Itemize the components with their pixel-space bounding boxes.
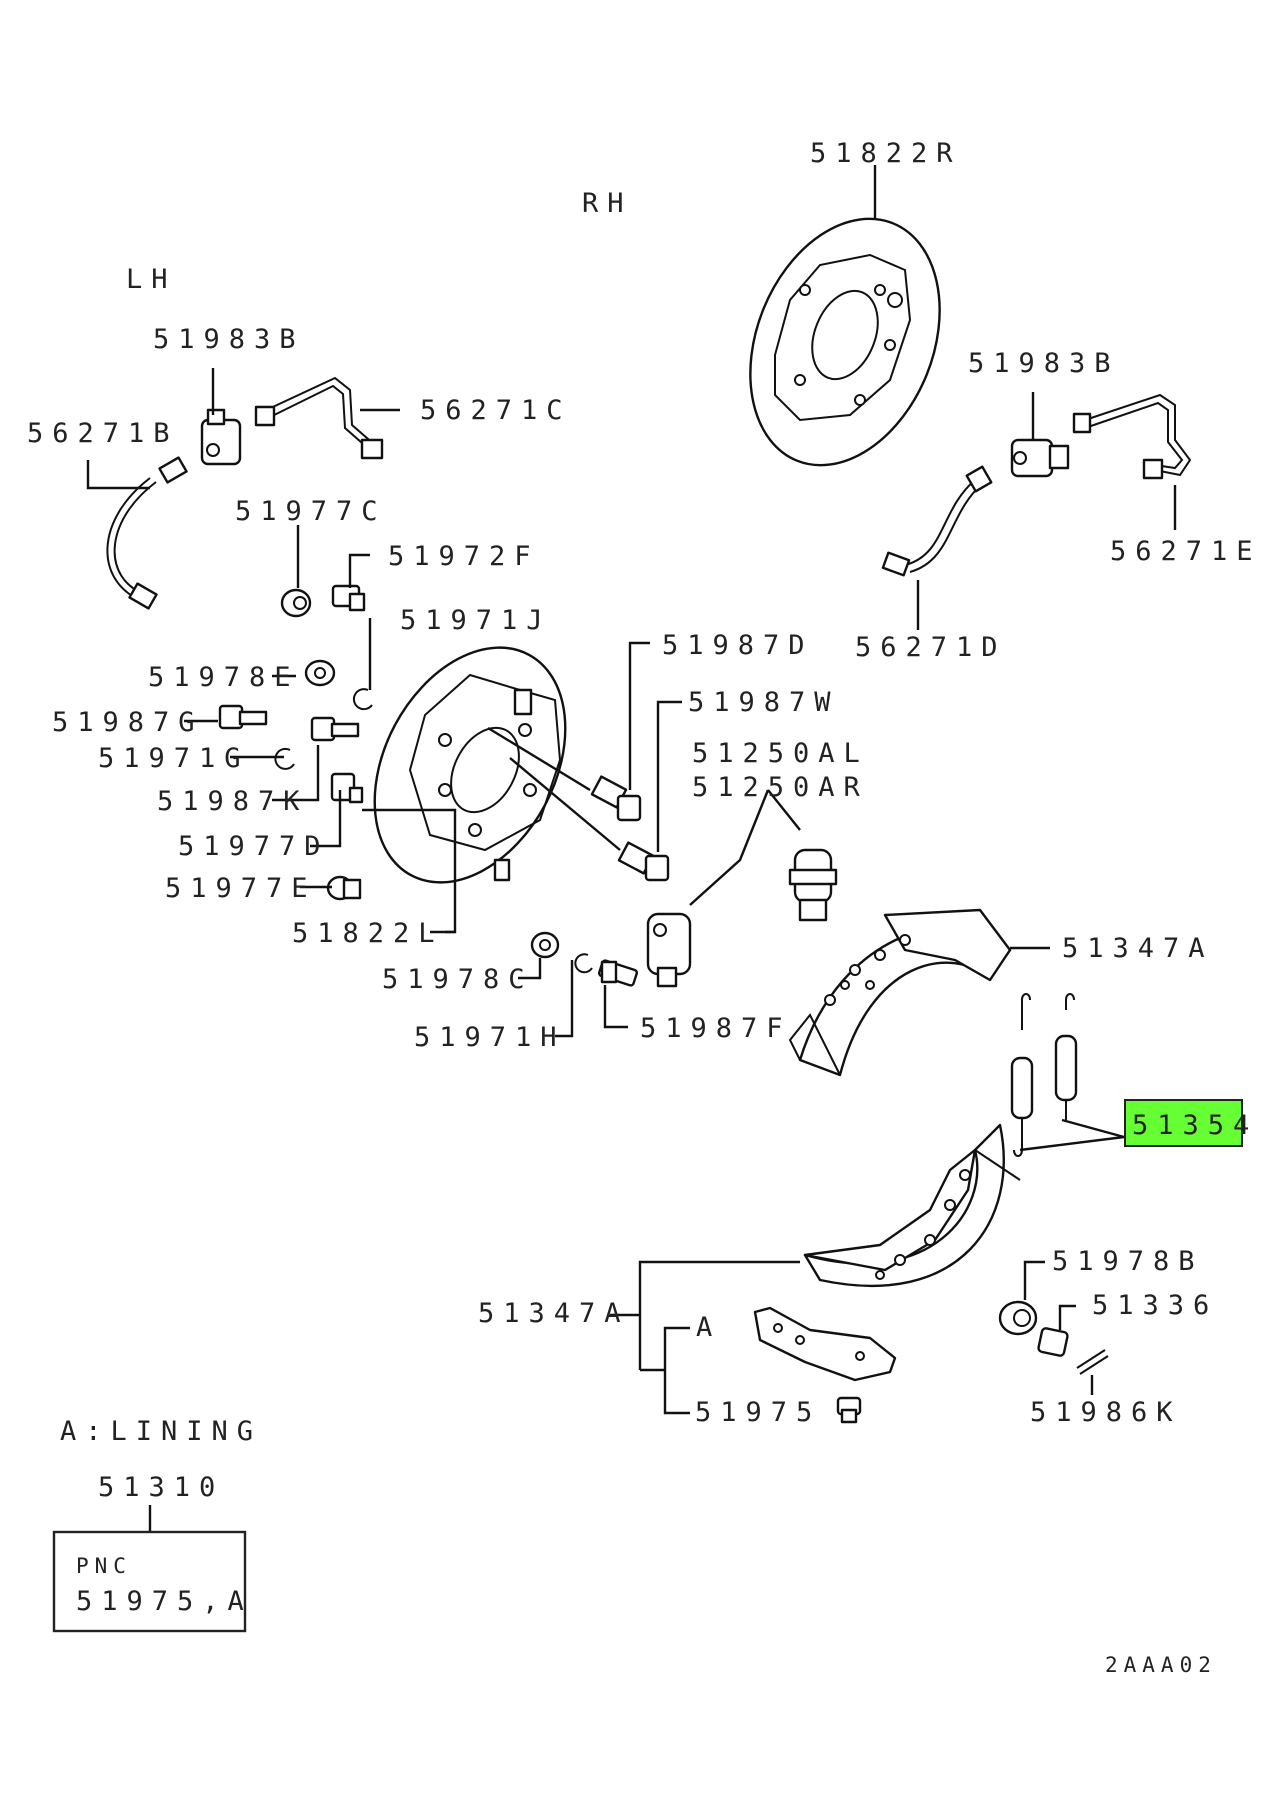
- part-label-51975[interactable]: 51975: [695, 1397, 821, 1428]
- legend-box-line2: 51975,A: [76, 1586, 253, 1617]
- lining-a: [753, 1306, 897, 1382]
- part-label-51983B-lh[interactable]: 51983B: [153, 324, 305, 355]
- part-label-51987W[interactable]: 51987W: [688, 687, 840, 718]
- small-parts-left: [218, 584, 373, 901]
- part-label-51978C[interactable]: 51978C: [382, 964, 534, 995]
- part-label-51987K[interactable]: 51987K: [157, 786, 309, 817]
- small-parts-right: [998, 1300, 1109, 1375]
- hose-assembly-lh: [106, 376, 384, 610]
- part-label-51336[interactable]: 51336: [1092, 1290, 1218, 1321]
- brake-shoe-bottom: [803, 1123, 1021, 1287]
- brake-shoe-top: [788, 908, 1012, 1077]
- part-label-51822R[interactable]: 51822R: [810, 138, 962, 169]
- hose-assembly-rh: [881, 393, 1192, 577]
- legend-box-line1: PNC: [76, 1554, 132, 1578]
- part-label-56271D[interactable]: 56271D: [855, 632, 1007, 663]
- wheel-cylinders: [646, 848, 838, 988]
- legend-box: [52, 1530, 247, 1633]
- part-label-51822L[interactable]: 51822L: [292, 918, 444, 949]
- part-label-51987F[interactable]: 51987F: [640, 1013, 792, 1044]
- part-label-51354[interactable]: 51354: [1132, 1110, 1258, 1141]
- legend-part-number[interactable]: 51310: [98, 1472, 224, 1503]
- backing-plate-lh: [373, 646, 621, 884]
- part-label-51987G[interactable]: 51987G: [52, 707, 204, 738]
- part-label-51977C[interactable]: 51977C: [235, 496, 387, 527]
- part-label-A[interactable]: A: [696, 1312, 721, 1343]
- part-label-51250AR[interactable]: 51250AR: [692, 772, 869, 803]
- figure-code: 2AAA02: [1105, 1653, 1217, 1677]
- part-label-51971H[interactable]: 51971H: [414, 1022, 566, 1053]
- part-label-56271C[interactable]: 56271C: [420, 395, 572, 426]
- bolts-center: [590, 775, 670, 882]
- part-label-51977D[interactable]: 51977D: [178, 831, 330, 862]
- part-label-56271B[interactable]: 56271B: [27, 418, 179, 449]
- part-label-51971G[interactable]: 51971G: [98, 743, 250, 774]
- legend-heading: A:LINING: [60, 1416, 262, 1447]
- part-label-51250AL[interactable]: 51250AL: [692, 738, 869, 769]
- part-label-51977E[interactable]: 51977E: [165, 873, 317, 904]
- part-label-51978E[interactable]: 51978E: [148, 662, 300, 693]
- part-label-51347A-bottom[interactable]: 51347A: [478, 1298, 630, 1329]
- part-label-51978B[interactable]: 51978B: [1052, 1246, 1204, 1277]
- part-label-51971J[interactable]: 51971J: [400, 605, 552, 636]
- backing-plate-rh: [749, 217, 941, 467]
- lining-legend: A:LINING 51310 PNC 51975,A: [52, 1416, 262, 1633]
- part-label-51987D[interactable]: 51987D: [662, 630, 814, 661]
- small-parts-center: [530, 931, 639, 987]
- part-label-51354-highlighted[interactable]: 51354: [1124, 1099, 1258, 1147]
- part-label-51972F[interactable]: 51972F: [388, 541, 540, 572]
- part-label-51986K[interactable]: 51986K: [1030, 1397, 1182, 1428]
- leader-lines: [86, 165, 1177, 1532]
- part-label-56271E[interactable]: 56271E: [1110, 536, 1262, 567]
- side-label-rh: RH: [582, 188, 633, 219]
- part-labels: RH LH 51822R 51983B 56271C 56271B 51983B…: [27, 138, 1262, 1428]
- part-label-51983B-rh[interactable]: 51983B: [968, 348, 1120, 379]
- highlight-box: [1124, 1099, 1243, 1147]
- side-label-lh: LH: [126, 264, 177, 295]
- return-springs: [1010, 993, 1078, 1157]
- part-label-51347A-top[interactable]: 51347A: [1062, 933, 1214, 964]
- rivet: [836, 1396, 862, 1424]
